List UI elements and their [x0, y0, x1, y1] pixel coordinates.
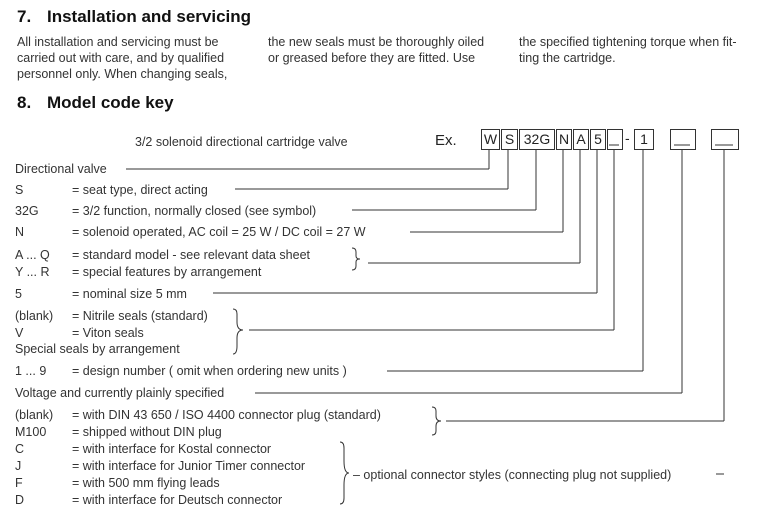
- code-box-s: S: [501, 129, 518, 150]
- row-voltage: Voltage and currently plainly specified: [15, 386, 225, 400]
- row-design-desc: = design number ( omit when ordering new…: [72, 364, 347, 378]
- code-box-n: N: [556, 129, 572, 150]
- row-din-code: (blank): [15, 408, 54, 422]
- optional-connector-note: – optional connector styles (connecting …: [353, 468, 672, 482]
- row-v-code: V: [15, 326, 24, 340]
- row-j-code: J: [15, 459, 22, 473]
- text-line: or greased before they are fitted. Use: [268, 51, 476, 65]
- row-s-code: S: [15, 183, 24, 197]
- row-f-code: F: [15, 476, 23, 490]
- section-7-col-2: the new seals must be thoroughly oiled o…: [268, 34, 484, 66]
- row-n-code: N: [15, 225, 25, 239]
- code-box-w: W: [481, 129, 500, 150]
- code-box-1: 1: [634, 129, 654, 150]
- row-n-desc: = solenoid operated, AC coil = 25 W / DC…: [72, 225, 366, 239]
- row-m100-code: M100: [15, 425, 47, 439]
- text-line: personnel only. When changing seals,: [17, 67, 228, 81]
- text-line: All installation and servicing must be: [17, 35, 219, 49]
- row-din-desc: = with DIN 43 650 / ISO 4400 connector p…: [72, 408, 381, 422]
- row-32g-desc: = 3/2 function, normally closed (see sym…: [72, 204, 317, 218]
- text-line: ting the cartridge.: [519, 51, 616, 65]
- row-special-seals: Special seals by arrangement: [15, 342, 180, 356]
- row-seal-blank-code: (blank): [15, 309, 54, 323]
- section-8-title: Model code key: [47, 93, 174, 112]
- row-5-code: 5: [15, 287, 22, 301]
- row-c-desc: = with interface for Kostal connector: [72, 442, 272, 456]
- row-d-code: D: [15, 493, 25, 507]
- text-line: the specified tightening torque when fit…: [519, 35, 737, 49]
- row-aq-code: A ... Q: [15, 248, 50, 262]
- row-m100-desc: = shipped without DIN plug: [72, 425, 222, 439]
- row-s-desc: = seat type, direct acting: [72, 183, 208, 197]
- code-box-32g: 32G: [519, 129, 555, 150]
- code-box-a: A: [573, 129, 589, 150]
- row-j-desc: = with interface for Junior Timer connec…: [72, 459, 306, 473]
- row-c-code: C: [15, 442, 25, 456]
- row-v-desc: = Viton seals: [72, 326, 144, 340]
- section-7-col-1: All installation and servicing must be c…: [17, 34, 227, 82]
- text-line: carried out with care, and by qualified: [17, 51, 225, 65]
- row-directional-valve: Directional valve: [15, 162, 107, 176]
- section-7-title: Installation and servicing: [47, 7, 252, 26]
- diagram-caption: 3/2 solenoid directional cartridge valve: [135, 135, 348, 149]
- code-dash: -: [625, 130, 630, 146]
- code-box-5: 5: [590, 129, 606, 150]
- code-box-blank-seal: [607, 129, 623, 150]
- code-box-connector: [711, 129, 739, 150]
- row-32g-code: 32G: [15, 204, 39, 218]
- row-seal-blank-desc: = Nitrile seals (standard): [72, 309, 208, 323]
- row-f-desc: = with 500 mm flying leads: [72, 476, 220, 490]
- code-box-voltage: [670, 129, 696, 150]
- row-yr-code: Y ... R: [15, 265, 50, 279]
- example-label: Ex.: [435, 132, 457, 149]
- row-yr-desc: = special features by arrangement: [72, 265, 262, 279]
- text-line: the new seals must be thoroughly oiled: [268, 35, 485, 49]
- section-8-number: 8.: [17, 93, 32, 112]
- section-7-col-3: the specified tightening torque when fit…: [519, 34, 737, 66]
- section-7-number: 7.: [17, 7, 32, 26]
- row-aq-desc: = standard model - see relevant data she…: [72, 248, 310, 262]
- row-design-code: 1 ... 9: [15, 364, 47, 378]
- row-5-desc: = nominal size 5 mm: [72, 287, 187, 301]
- row-d-desc: = with interface for Deutsch connector: [72, 493, 283, 507]
